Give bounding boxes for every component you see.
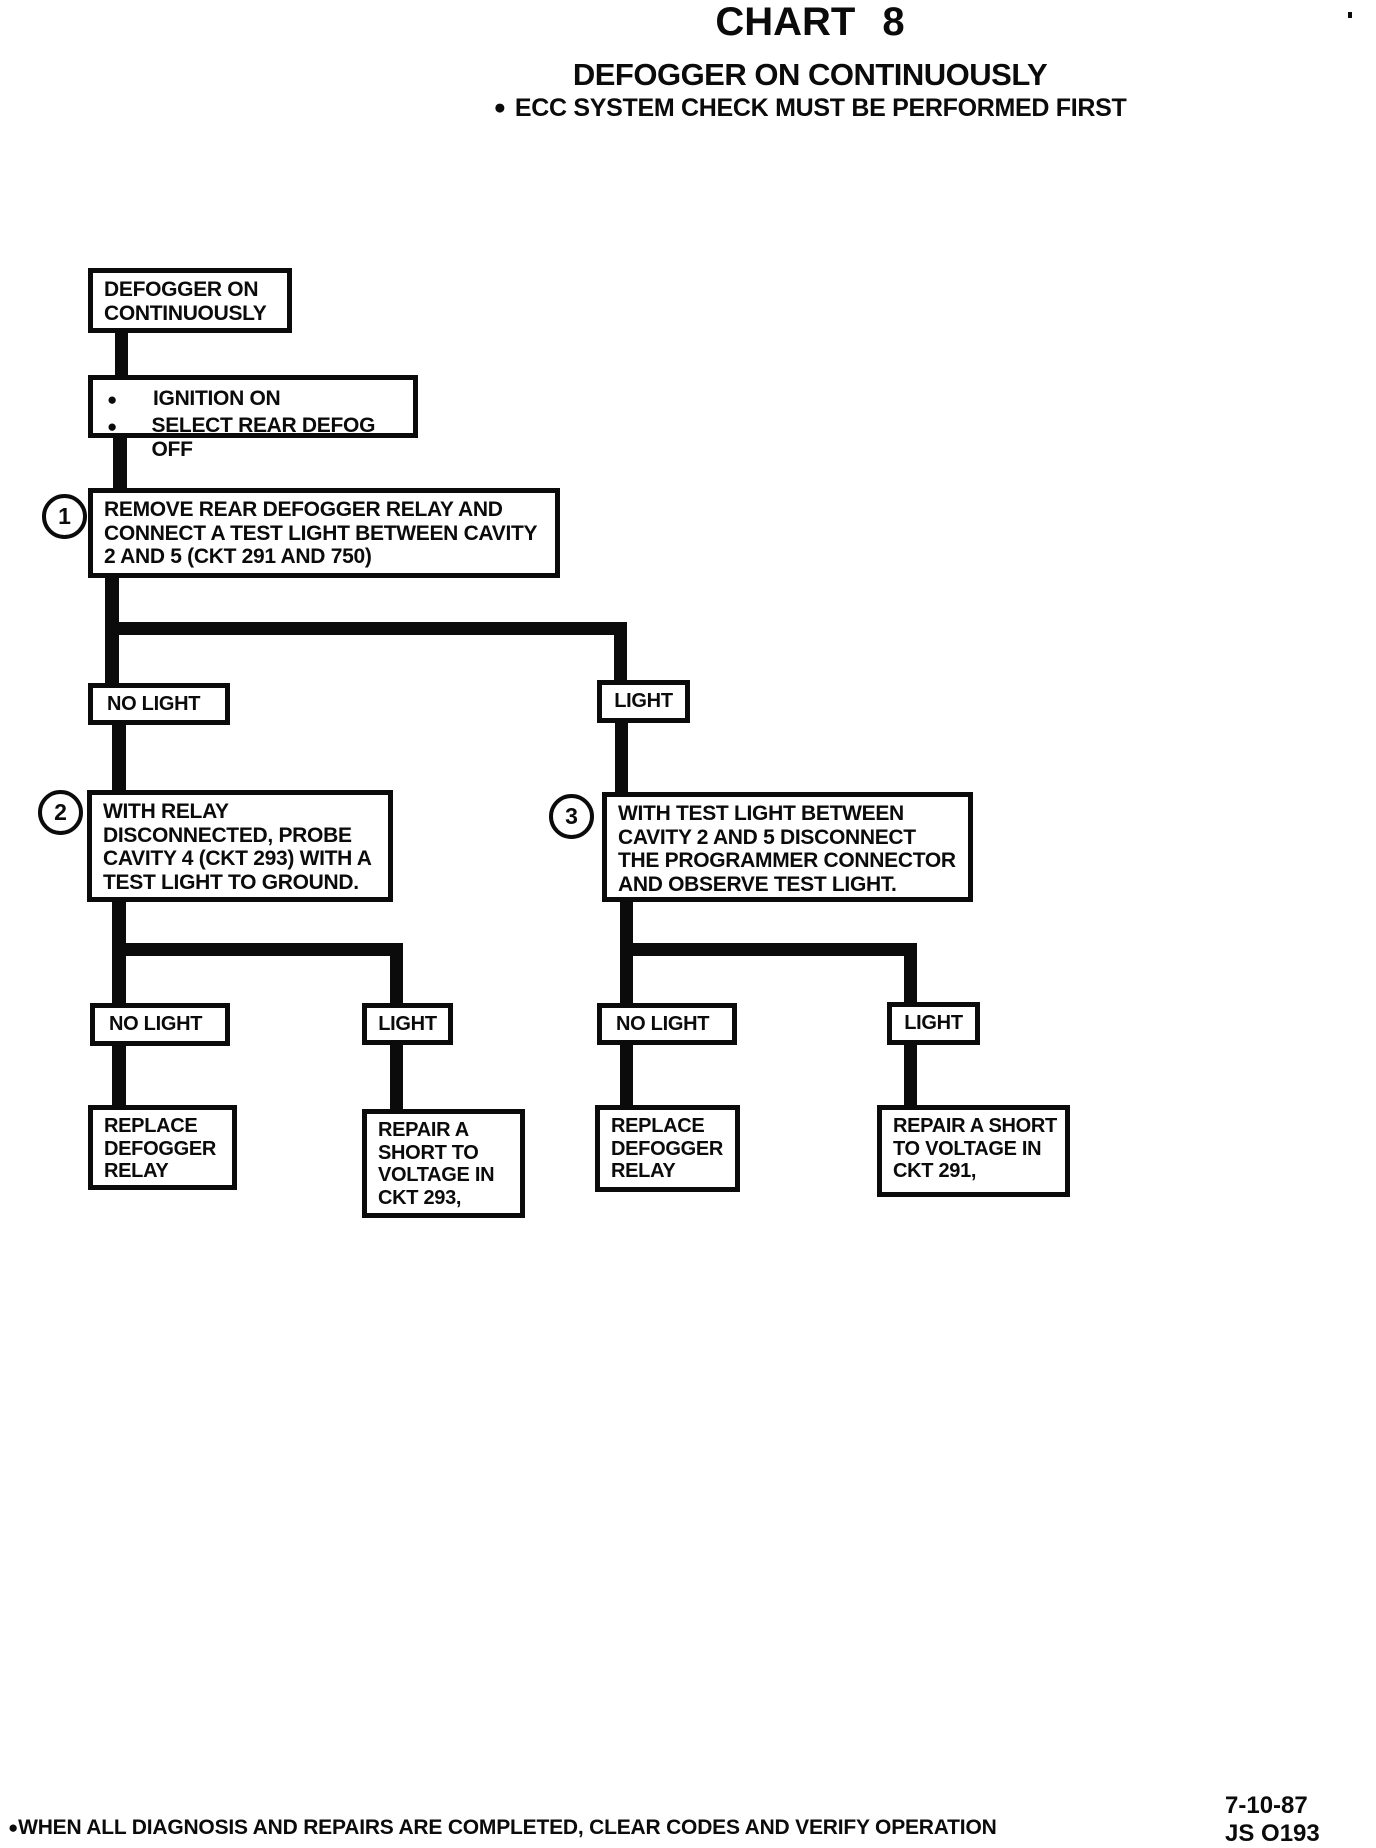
step-2-number-badge: 2 <box>38 790 83 835</box>
connector-line <box>614 622 627 682</box>
setup-item-text: IGNITION ON <box>153 387 281 410</box>
connector-line <box>390 1043 403 1109</box>
node-step-3-text: WITH TEST LIGHT BETWEEN CAVITY 2 AND 5 D… <box>618 802 956 897</box>
bullet-icon: ● <box>493 96 506 119</box>
page-subtitle: DEFOGGER ON CONTINUOUSLY <box>572 57 1048 92</box>
step-3-number: 3 <box>565 803 578 829</box>
precondition-note-text: ECC SYSTEM CHECK MUST BE PERFORMED FIRST <box>514 94 1127 122</box>
node-step-2: WITH RELAY DISCONNECTED, PROBE CAVITY 4 … <box>87 790 393 902</box>
result-text: REPAIR A SHORT TO VOLTAGE IN CKT 293, <box>378 1119 495 1209</box>
node-result-repair-short-ckt293: REPAIR A SHORT TO VOLTAGE IN CKT 293, <box>362 1109 525 1218</box>
document-date: 7-10-87 <box>1225 1792 1308 1819</box>
connector-line <box>115 331 128 377</box>
result-text: REPLACE DEFOGGER RELAY <box>611 1115 724 1183</box>
connector-line <box>105 622 627 635</box>
branch-label-text: LIGHT <box>904 1012 963 1035</box>
connector-line <box>113 436 127 490</box>
branch-label-text: LIGHT <box>378 1012 437 1035</box>
branch2-no-light-label: NO LIGHT <box>90 1003 230 1046</box>
document-code: JS O193 <box>1225 1820 1320 1847</box>
node-step-1: REMOVE REAR DEFOGGER RELAY AND CONNECT A… <box>88 488 560 578</box>
node-start: DEFOGGER ON CONTINUOUSLY <box>88 268 292 333</box>
precondition-note: ● ECC SYSTEM CHECK MUST BE PERFORMED FIRS… <box>360 94 1260 123</box>
connector-line <box>615 721 628 793</box>
node-step-1-text: REMOVE REAR DEFOGGER RELAY AND CONNECT A… <box>104 498 538 569</box>
branch-label-text: NO LIGHT <box>109 1013 203 1036</box>
branch-label-text: LIGHT <box>614 690 673 713</box>
branch2-light-label: LIGHT <box>362 1003 453 1045</box>
branch3-light-label: LIGHT <box>887 1002 980 1045</box>
setup-item-ignition: ● IGNITION ON <box>93 387 413 411</box>
node-result-repair-short-ckt291: REPAIR A SHORT TO VOLTAGE IN CKT 291, <box>877 1105 1070 1197</box>
step-2-number: 2 <box>54 799 67 825</box>
step-1-number-badge: 1 <box>42 494 87 539</box>
node-setup: ● IGNITION ON ● SELECT REAR DEFOG OFF <box>88 375 418 461</box>
branch1-no-light-label: NO LIGHT <box>88 683 230 725</box>
connector-line <box>112 943 403 956</box>
step-3-number-badge: 3 <box>549 794 594 839</box>
node-result-replace-relay-left: REPLACE DEFOGGER RELAY <box>88 1105 237 1190</box>
result-text: REPAIR A SHORT TO VOLTAGE IN CKT 291, <box>893 1115 1057 1183</box>
footer-note-text: WHEN ALL DIAGNOSIS AND REPAIRS ARE COMPL… <box>18 1816 997 1839</box>
branch-label-text: NO LIGHT <box>616 1012 710 1035</box>
bullet-icon: ● <box>8 1818 19 1837</box>
connector-line <box>390 943 403 1005</box>
branch3-no-light-label: NO LIGHT <box>597 1003 737 1045</box>
result-text: REPLACE DEFOGGER RELAY <box>104 1115 217 1183</box>
page-title: CHART 8 <box>715 0 905 44</box>
bullet-icon: ● <box>107 390 118 409</box>
node-start-text: DEFOGGER ON CONTINUOUSLY <box>104 278 267 325</box>
connector-line <box>904 943 917 1003</box>
scan-artifact-mark <box>1348 12 1352 18</box>
setup-item-defog-off: ● SELECT REAR DEFOG OFF <box>93 414 413 462</box>
bullet-icon: ● <box>107 417 118 436</box>
connector-line <box>904 1043 917 1105</box>
connector-line <box>112 723 126 792</box>
branch1-light-label: LIGHT <box>597 680 690 723</box>
branch-label-text: NO LIGHT <box>107 692 201 715</box>
footer-note: ●WHEN ALL DIAGNOSIS AND REPAIRS ARE COMP… <box>8 1816 997 1840</box>
connector-line <box>620 1043 633 1105</box>
step-1-number: 1 <box>58 503 71 529</box>
node-result-replace-relay-right: REPLACE DEFOGGER RELAY <box>595 1105 740 1192</box>
node-step-3: WITH TEST LIGHT BETWEEN CAVITY 2 AND 5 D… <box>602 792 973 902</box>
connector-line <box>112 1043 126 1105</box>
setup-item-text: SELECT REAR DEFOG OFF <box>151 414 376 461</box>
node-step-2-text: WITH RELAY DISCONNECTED, PROBE CAVITY 4 … <box>103 800 372 895</box>
connector-line <box>620 943 917 956</box>
